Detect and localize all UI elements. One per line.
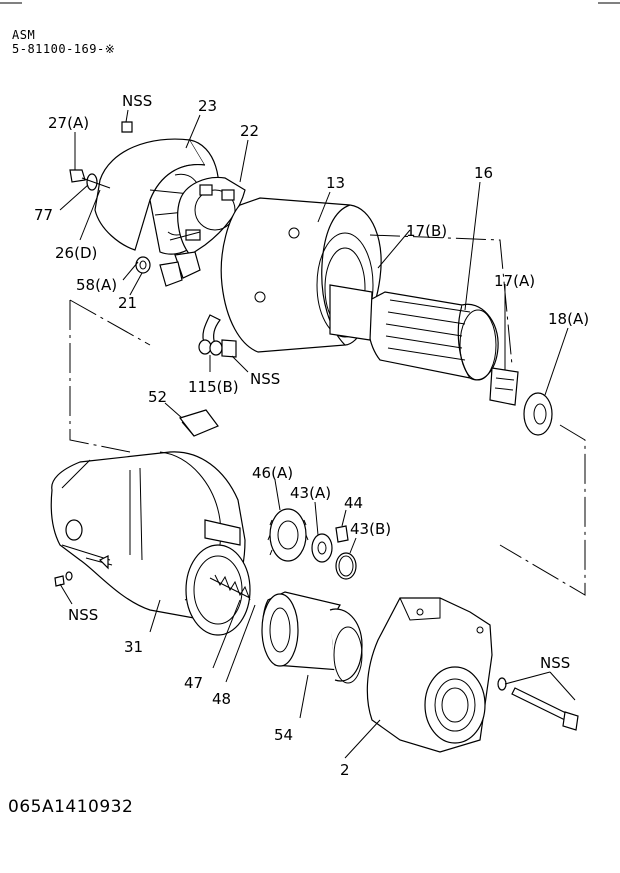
callout-18a: 18(A) [548,310,589,328]
callout-48: 48 [212,690,231,708]
left-screw [54,555,109,587]
figure-code: 065A1410932 [8,797,134,817]
part-46a-gear [267,508,309,562]
callout-nss-top: NSS [122,92,152,110]
part-47-spring [209,574,251,601]
right-bolt [497,677,579,731]
callout-21: 21 [118,294,137,312]
callout-27a: 27(A) [48,114,89,132]
callout-26d: 26(D) [55,244,97,262]
assembly-label: ASM [12,28,36,42]
leader-lines [59,109,576,759]
callout-47: 47 [184,674,203,692]
part-16-armature [329,284,519,406]
callout-115b: 115(B) [188,378,239,396]
callout-31: 31 [124,638,143,656]
part-2-front-housing [366,597,493,753]
part-31-housing [50,451,251,636]
callout-17b: 17(B) [406,222,447,240]
callout-77: 77 [34,206,53,224]
callout-nss-left: NSS [68,606,98,624]
callout-46a: 46(A) [252,464,293,482]
callout-54: 54 [274,726,293,744]
callout-16: 16 [474,164,493,182]
callout-labels: NSS 23 27(A) 22 13 16 77 17(B) 26(D) 17(… [34,92,589,779]
top-hardware [69,121,237,358]
callout-44: 44 [344,494,363,512]
callout-43a: 43(A) [290,484,331,502]
callout-23: 23 [198,97,217,115]
part-43a-collar [311,533,333,563]
callout-17a: 17(A) [494,272,535,290]
callout-22: 22 [240,122,259,140]
part-18a-washer [523,392,553,436]
part-52-pad [178,409,219,437]
callout-43b: 43(B) [350,520,391,538]
part-54-pinion-clutch [261,591,363,684]
part-22-brush-holder [159,176,246,287]
callout-2: 2 [340,761,350,779]
assembly-part-number: 5-81100-169-※ [12,42,116,56]
callout-13: 13 [326,174,345,192]
callout-58a: 58(A) [76,276,117,294]
callout-nss-mid: NSS [250,370,280,388]
assembly-lines [69,234,586,596]
callout-52: 52 [148,388,167,406]
part-44-pin [335,525,349,543]
part-43b-ring [335,552,357,580]
callout-nss-right: NSS [540,654,570,672]
